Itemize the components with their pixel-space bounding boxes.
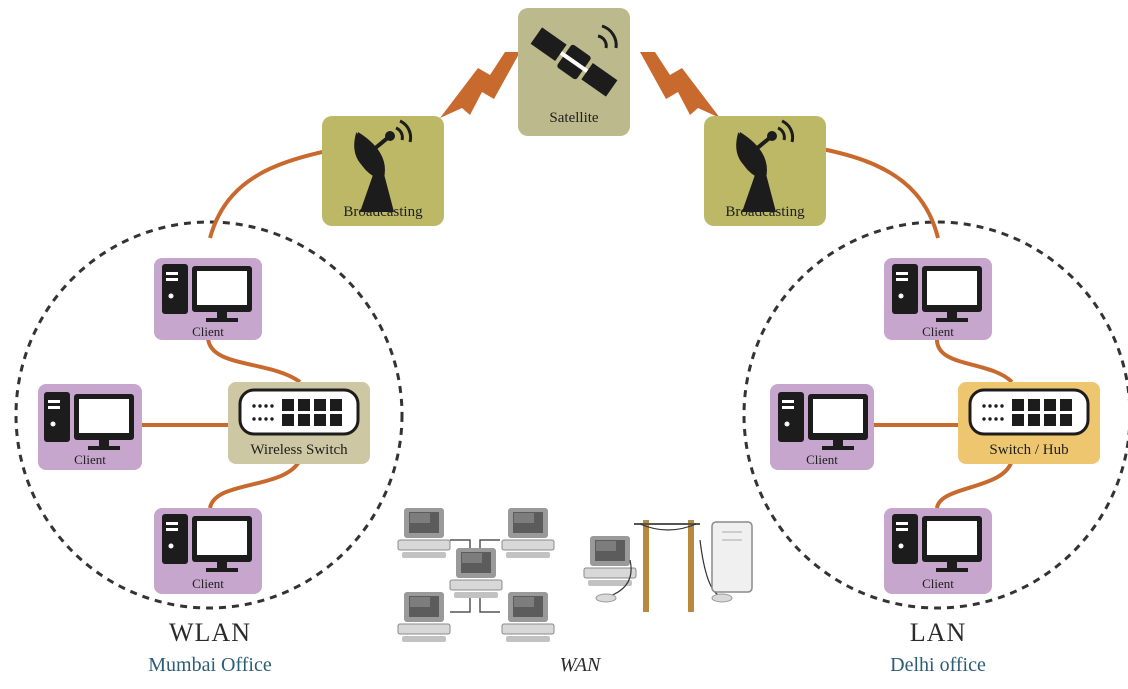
client-label: Client — [192, 324, 224, 339]
client-label: Client — [74, 452, 106, 467]
lan-client-left — [770, 384, 874, 470]
broadcasting-node-right — [704, 116, 826, 226]
wlan-client-left — [38, 384, 142, 470]
switch-hub-label: Switch / Hub — [989, 442, 1069, 458]
satellite-node — [518, 8, 630, 136]
wlan-location: Mumbai Office — [148, 654, 272, 676]
wlan-client-bottom — [154, 508, 262, 594]
lan-client-bottom — [884, 508, 992, 594]
wireless-switch-node — [228, 382, 370, 464]
lan-boundary — [742, 220, 1128, 610]
wlan-title: WLAN — [169, 618, 251, 647]
lan-location: Delhi office — [890, 654, 986, 676]
wlan-boundary — [14, 220, 404, 610]
client-label: Client — [806, 452, 838, 467]
client-label: Client — [922, 324, 954, 339]
lan-client-top — [884, 258, 992, 340]
lightning-link-icon — [440, 52, 720, 118]
wan-illustration — [397, 507, 753, 643]
switch-icon — [968, 388, 1090, 436]
client-label: Client — [922, 576, 954, 591]
switch-icon — [238, 388, 360, 436]
broadcasting-left-label: Broadcasting — [343, 204, 423, 220]
broadcasting-node-left — [322, 116, 444, 226]
broadcasting-right-label: Broadcasting — [725, 204, 805, 220]
satellite-icon — [530, 27, 618, 97]
wireless-switch-label: Wireless Switch — [250, 442, 348, 458]
switch-hub-node — [958, 382, 1100, 464]
lan-title: LAN — [909, 618, 967, 647]
client-label: Client — [192, 576, 224, 591]
satellite-label: Satellite — [549, 110, 599, 126]
wlan-client-top — [154, 258, 262, 340]
wan-title: WAN — [559, 654, 601, 676]
